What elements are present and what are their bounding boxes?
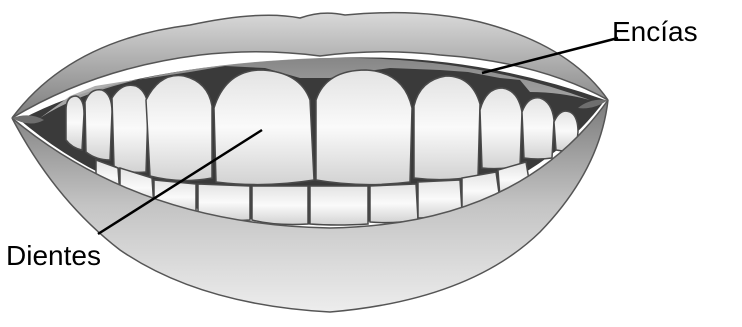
upper-tooth-4 — [146, 76, 212, 181]
upper-tooth-6 — [316, 70, 412, 185]
upper-tooth-7 — [414, 76, 480, 180]
upper-tooth-1 — [66, 96, 84, 150]
lower-tooth-5 — [252, 186, 308, 225]
upper-tooth-2 — [85, 90, 112, 160]
upper-tooth-5 — [214, 70, 314, 185]
upper-tooth-9 — [522, 98, 554, 159]
gums-label: Encías — [612, 18, 698, 46]
lower-tooth-7 — [370, 184, 418, 223]
upper-tooth-8 — [480, 88, 522, 169]
lower-tooth-6 — [310, 186, 368, 225]
teeth-label: Dientes — [6, 242, 101, 270]
upper-tooth-3 — [112, 85, 148, 172]
